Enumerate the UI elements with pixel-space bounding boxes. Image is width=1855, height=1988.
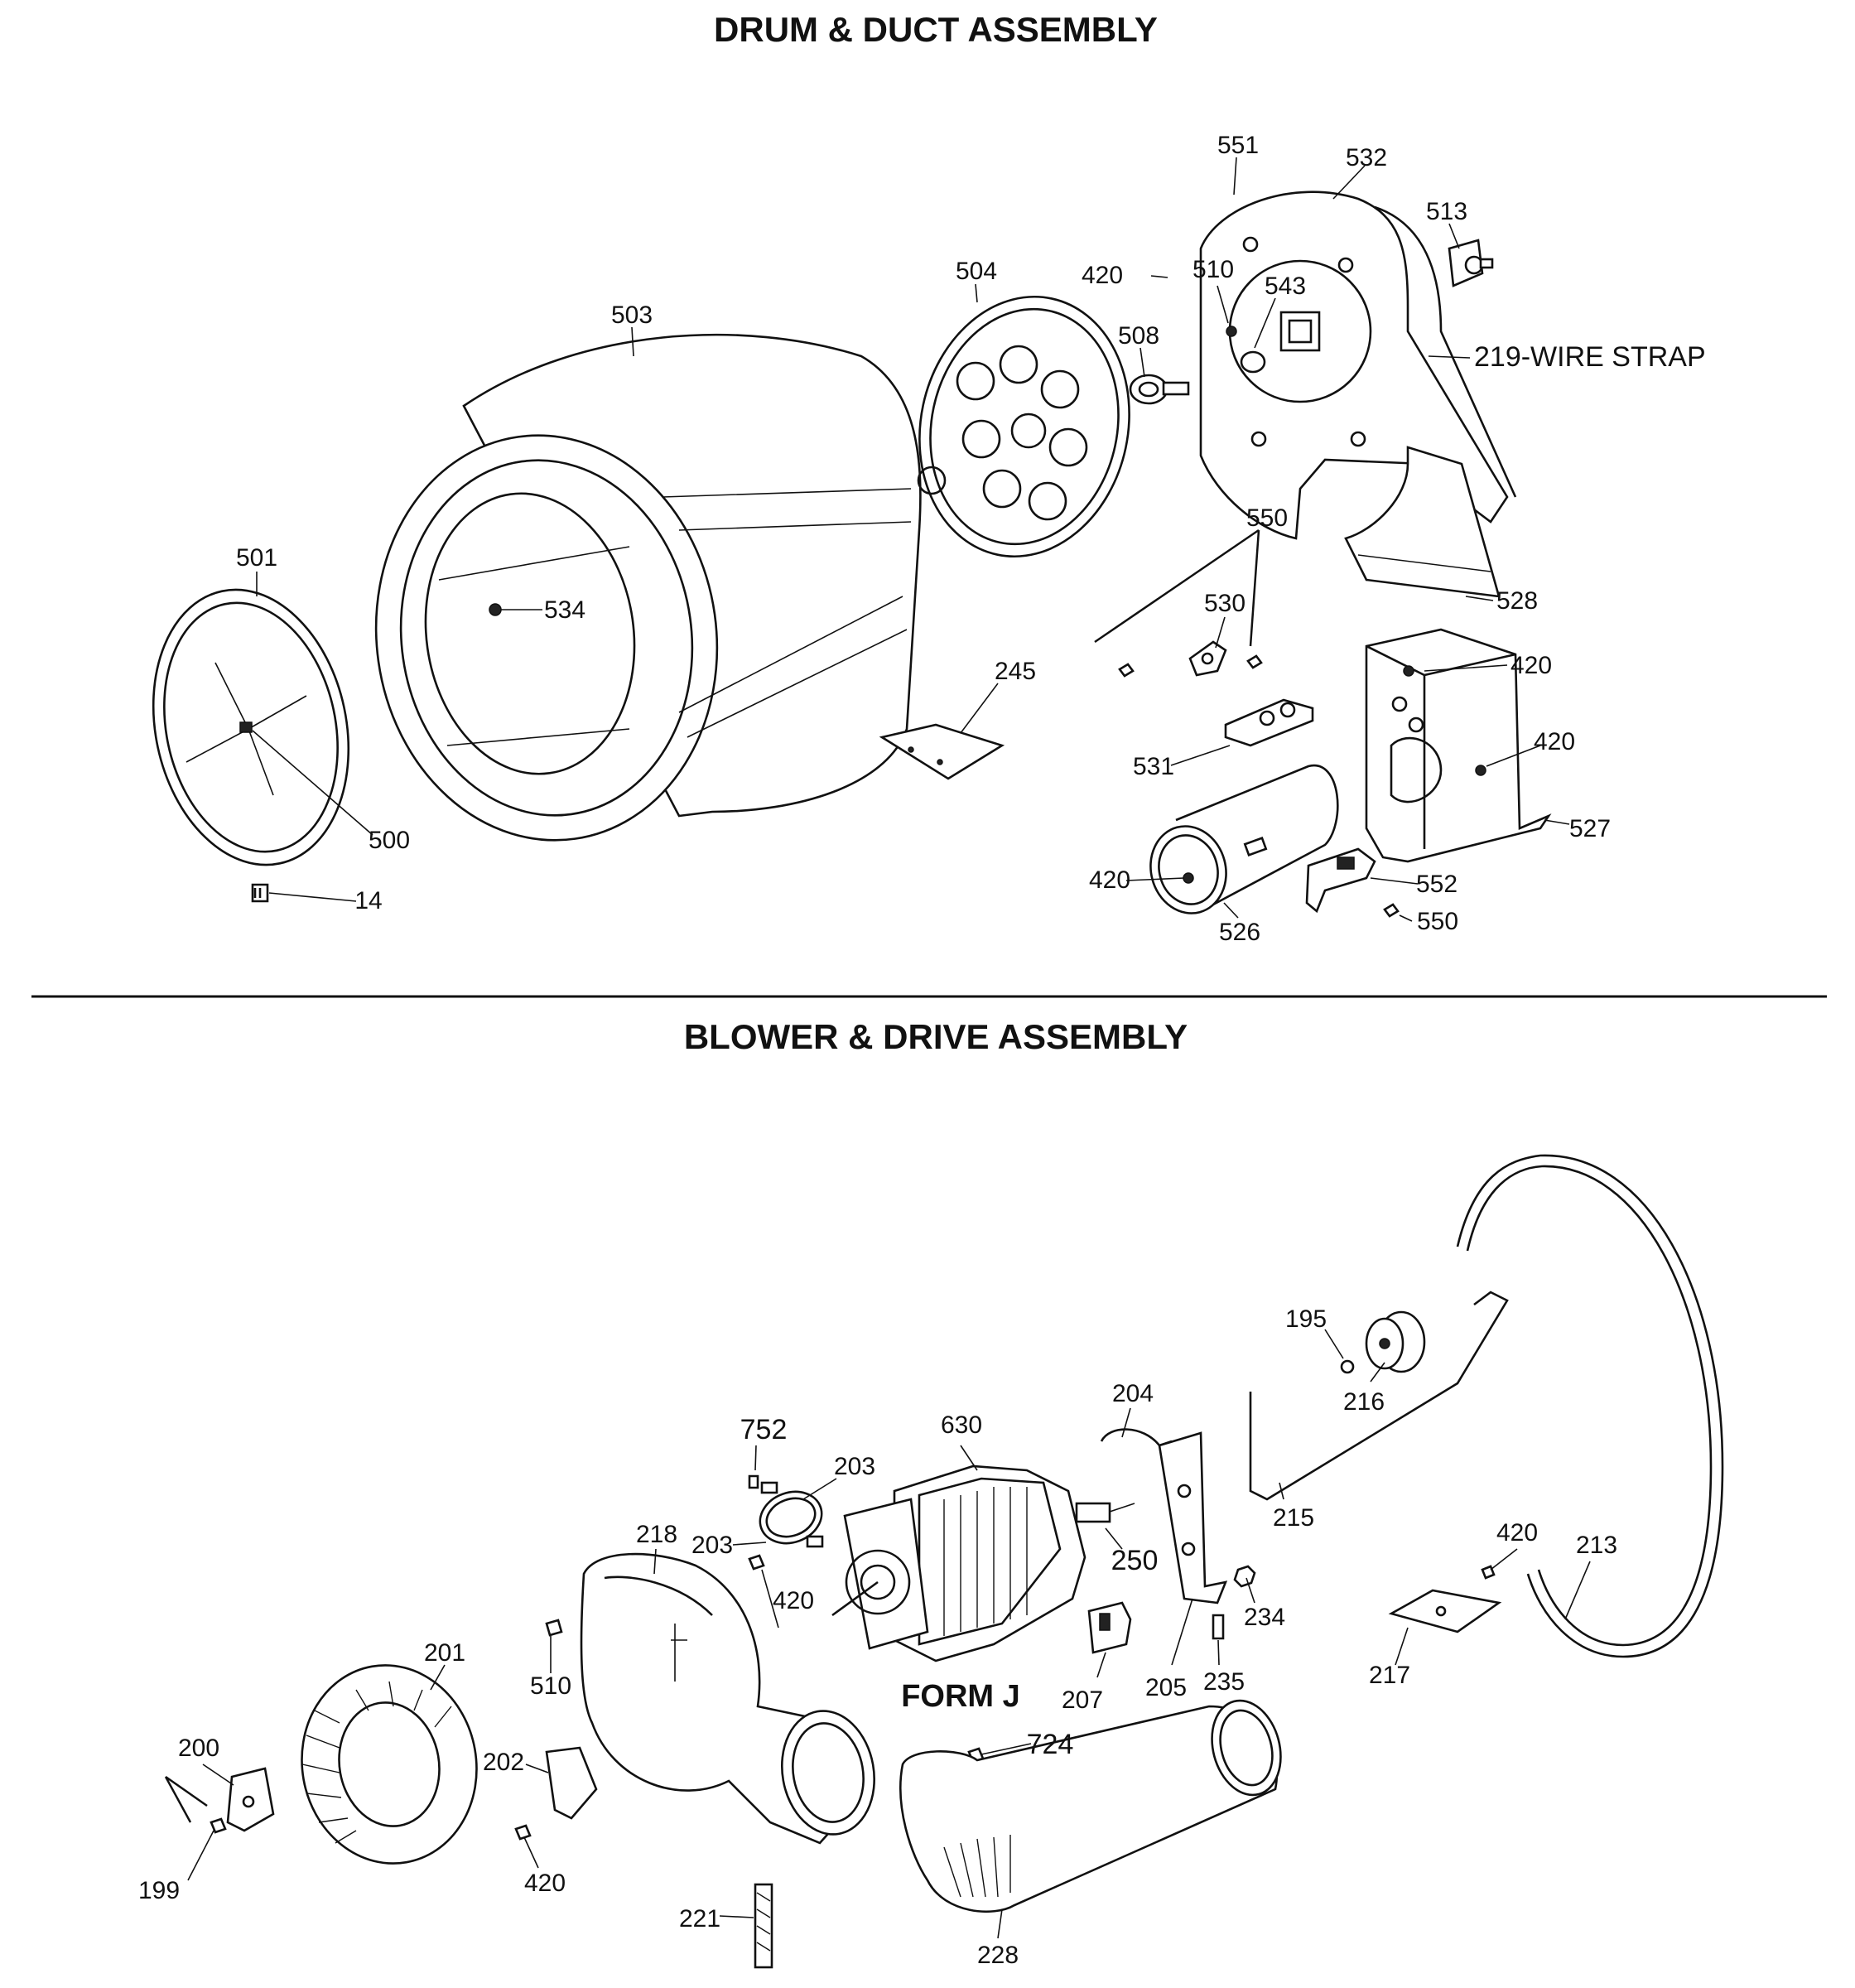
- label-552: 552: [1416, 871, 1458, 898]
- part-552-switch: [1305, 847, 1400, 918]
- label-250: 250: [1111, 1545, 1159, 1576]
- label-219-wire-strap: 219-WIRE STRAP: [1474, 341, 1706, 373]
- label-534: 534: [544, 596, 585, 624]
- part-501-seal-ring: [152, 588, 350, 866]
- label-202: 202: [483, 1749, 524, 1776]
- part-199-screw: [210, 1817, 227, 1834]
- part-630-motor: [831, 1464, 1135, 1662]
- label-215: 215: [1273, 1504, 1314, 1532]
- part-201-blower-wheel: [301, 1664, 478, 1865]
- part-531-block: [1224, 698, 1314, 747]
- label-752: 752: [740, 1414, 788, 1445]
- part-195-nut: [1340, 1359, 1355, 1374]
- part-503-drum: [374, 333, 922, 842]
- label-213: 213: [1576, 1532, 1617, 1559]
- part-510-screw: [545, 1619, 563, 1637]
- label-228: 228: [977, 1942, 1019, 1969]
- part-213-drive-belt: [1456, 1154, 1724, 1658]
- label-504: 504: [956, 258, 997, 285]
- label-420-f: 420: [1496, 1519, 1538, 1546]
- label-217: 217: [1369, 1662, 1410, 1689]
- part-527-bracket: [1365, 628, 1552, 863]
- label-500: 500: [369, 827, 410, 854]
- part-207-switch: [1087, 1601, 1132, 1654]
- label-550-b: 550: [1417, 908, 1458, 935]
- label-195: 195: [1285, 1305, 1327, 1333]
- label-550-a: 550: [1246, 504, 1288, 532]
- label-234: 234: [1244, 1604, 1285, 1631]
- label-532: 532: [1346, 144, 1387, 171]
- part-508-bearing: [1129, 374, 1190, 405]
- form-label: FORM J: [901, 1679, 1020, 1714]
- label-501: 501: [236, 544, 277, 572]
- label-551: 551: [1217, 132, 1259, 159]
- part-526-cylinder: [1149, 764, 1339, 914]
- label-199: 199: [138, 1877, 180, 1904]
- part-513-thermostat: [1448, 239, 1494, 287]
- leader-lines-top: [252, 157, 1570, 922]
- label-201: 201: [424, 1639, 465, 1667]
- label-216: 216: [1343, 1388, 1385, 1416]
- part-202-plate: [545, 1746, 598, 1820]
- label-221: 221: [679, 1905, 720, 1933]
- label-207: 207: [1062, 1686, 1103, 1714]
- part-228-exhaust-duct: [899, 1699, 1282, 1913]
- part-530-terminal: [1188, 640, 1227, 677]
- label-420-a: 420: [1082, 262, 1123, 289]
- part-245-plate: [879, 723, 1005, 780]
- label-531: 531: [1133, 753, 1174, 780]
- label-420-c: 420: [1534, 728, 1575, 755]
- part-14-clip: [251, 883, 269, 903]
- part-528-duct-extension: [1344, 446, 1501, 598]
- part-504-rear-bulkhead: [917, 295, 1130, 558]
- part-550-screw-set: [1094, 528, 1263, 678]
- part-200-bracket: [164, 1767, 275, 1832]
- label-526: 526: [1219, 919, 1260, 946]
- part-532-duct-housing: [1199, 191, 1517, 540]
- label-508: 508: [1118, 322, 1159, 350]
- part-420-screw-bottom: [514, 1554, 1496, 1841]
- label-513: 513: [1426, 198, 1467, 225]
- label-203-a: 203: [834, 1453, 875, 1480]
- section-title-drum-duct: DRUM & DUCT ASSEMBLY: [714, 10, 1158, 49]
- label-510-a: 510: [1192, 256, 1234, 283]
- label-205: 205: [1145, 1674, 1187, 1701]
- label-528: 528: [1496, 587, 1538, 615]
- label-420-g: 420: [524, 1870, 566, 1897]
- label-420-b: 420: [1510, 652, 1552, 679]
- part-235-bolt: [1212, 1614, 1225, 1640]
- section-title-blower-drive: BLOWER & DRIVE ASSEMBLY: [684, 1017, 1188, 1056]
- label-543: 543: [1265, 273, 1306, 300]
- label-218: 218: [636, 1521, 677, 1548]
- part-205-motor-bracket: [1158, 1431, 1228, 1604]
- label-630: 630: [941, 1411, 982, 1439]
- label-200: 200: [178, 1735, 219, 1762]
- part-203-motor-strap: [759, 1481, 824, 1548]
- label-420-e: 420: [773, 1587, 814, 1614]
- label-527: 527: [1569, 815, 1611, 842]
- label-724: 724: [1027, 1729, 1074, 1760]
- label-235: 235: [1203, 1668, 1245, 1696]
- label-510-b: 510: [530, 1672, 571, 1700]
- label-204: 204: [1112, 1380, 1154, 1407]
- part-234-nut: [1233, 1565, 1256, 1588]
- part-216-pulley: [1365, 1310, 1426, 1373]
- label-530: 530: [1204, 590, 1246, 617]
- leader-lines-bottom: [187, 1329, 1591, 1939]
- part-752-screw: [748, 1474, 759, 1489]
- label-245: 245: [995, 658, 1036, 685]
- label-203-b: 203: [691, 1532, 733, 1559]
- label-14: 14: [354, 887, 382, 914]
- part-221-strip: [754, 1883, 773, 1969]
- label-420-d: 420: [1089, 866, 1130, 894]
- label-503: 503: [611, 302, 653, 329]
- part-204-mount-clamp: [1100, 1428, 1173, 1447]
- part-218-blower-housing: [580, 1552, 876, 1845]
- part-217-bracket: [1388, 1589, 1502, 1633]
- part-215-idler-arm: [1249, 1291, 1509, 1501]
